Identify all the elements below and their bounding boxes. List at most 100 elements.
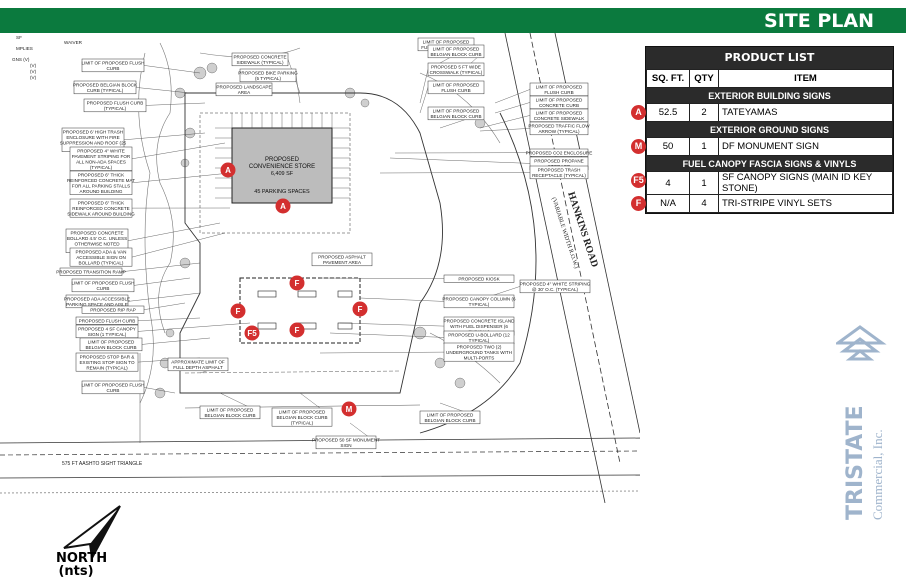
callout-text: FLUSH CURB: [441, 88, 470, 93]
north-arrow-icon: [63, 505, 121, 562]
callout-text: PROPOSED CONCRETE ISLAND: [444, 319, 516, 324]
store-label-2: CONVENIENCE STORE: [249, 164, 315, 170]
callout-text: CONCRETE SIDEWALK: [534, 116, 586, 121]
callout-text: ENCLOSURE WITH FIRE: [66, 135, 119, 140]
callout-text: WITH FUEL DISPENSER (6: [450, 324, 508, 329]
sign-marker-label: A: [225, 166, 231, 175]
callout-text: FULL DEPTH ASPHALT: [173, 365, 223, 370]
callout-text: SIGN (1 TYPICAL): [88, 332, 127, 337]
callout-text: ALL NON-ADA SPACES: [76, 159, 126, 164]
callout-text: BOLLARD (TYPICAL): [79, 260, 124, 265]
callout-text: (5 TYPICAL): [255, 76, 281, 81]
callout-text: REMAIN (TYPICAL): [86, 365, 128, 370]
callout-text: LIMIT OF PROPOSED: [536, 85, 583, 90]
sign-marker: [341, 401, 357, 417]
north-text: NORTH: [56, 551, 108, 566]
callout-label: PROPOSED STOP BAR &EXISTING STOP SIGN TO…: [75, 352, 139, 372]
product-sqft-value: 50: [662, 141, 674, 152]
callout-text: (TYPICAL): [291, 420, 314, 425]
col-item: ITEM: [718, 69, 893, 88]
store-area: 6,409 SF: [271, 171, 294, 177]
callout-text: PROPOSED STOP BAR &: [80, 355, 135, 360]
callout-text: BELGIAN BLOCK CURB: [204, 413, 255, 418]
callout-text: PROPOSED ASPHALT: [318, 255, 366, 260]
product-qty: 2: [689, 103, 719, 122]
col-qty: QTY: [689, 69, 719, 88]
callout-text: PROPOSED BIKE PARKING: [238, 71, 298, 76]
callout-text: EXISTING STOP SIGN TO: [79, 360, 134, 365]
callout-text: PROPOSED 6' HIGH TRASH: [63, 130, 123, 135]
product-qty: 4: [689, 194, 719, 213]
callout-text: PROPOSED BELGIAN BLOCK: [73, 83, 138, 88]
product-section-row: EXTERIOR BUILDING SIGNS: [646, 87, 893, 104]
top-left-note: MPLIES: [16, 46, 33, 51]
top-left-note: SF: [16, 35, 22, 40]
callout-text: BOLLARD 4.5' O.C. UNLESS: [67, 236, 127, 241]
callout-text: PARKING SPACE AND AISLE: [66, 302, 128, 307]
site-boundary: [179, 92, 443, 394]
callout-label: PROPOSED CO2 ENCLOSURE: [526, 148, 592, 157]
sign-marker: [244, 325, 260, 341]
callout-text: PROPOSED CONCRETE: [70, 231, 123, 236]
sign-marker: [230, 303, 246, 319]
callout-text: PROPOSED 50 SF MONUMENT: [312, 438, 380, 443]
callout-text: BELGIAN BLOCK CURB: [276, 415, 327, 420]
callout-text: OTHERWISE NOTED: [74, 241, 120, 246]
product-badge: A: [631, 105, 646, 120]
callout-text: RECEPTACLE (TYPICAL): [532, 173, 586, 178]
callout-text: PROPOSED TRANSITION RAMP: [56, 270, 126, 275]
callout-text: SIDEWALK AROUND BUILDING: [67, 211, 135, 216]
parking-stalls: [215, 113, 350, 199]
top-left-note: GNS (V): [12, 57, 30, 62]
col-sqft: SQ. FT.: [646, 69, 690, 88]
callout-text: PROPOSED FLUSH CURB: [79, 319, 136, 324]
product-section-name: EXTERIOR BUILDING SIGNS: [646, 87, 893, 104]
product-list: PRODUCT LIST SQ. FT. QTY ITEM EXTERIOR B…: [631, 46, 894, 214]
sign-marker: [289, 322, 305, 338]
callout-text: PROPOSED 6" THICK: [78, 201, 125, 206]
tristate-logo: TRISTATE Commercial, Inc.: [836, 325, 887, 520]
callout-label: PROPOSED RIP RAP: [81, 305, 145, 314]
callout-text: TYPICAL): [469, 302, 490, 307]
product-section-name: EXTERIOR GROUND SIGNS: [646, 121, 893, 138]
callout-text: SIGN: [340, 443, 351, 448]
callout-text: FOR ALL PARKING STALLS: [72, 183, 130, 188]
callout-text: AROUND BUILDING: [80, 189, 123, 194]
callout-label: PROPOSED 4" WHITE STRIPING@ 30' O.C. (TY…: [520, 279, 591, 294]
callout-text: LIMIT OF PROPOSED FLUSH: [82, 383, 145, 388]
callout-text: BELGIAN BLOCK CURB: [430, 114, 481, 119]
callout-text: LIMIT OF PROPOSED: [423, 40, 470, 45]
callout-label: PROPOSED TRANSITION RAMP: [56, 267, 126, 276]
header-bar: SITE PLAN: [0, 8, 906, 33]
top-left-note: (V): [30, 63, 37, 68]
site-plan-drawing: HANKINS ROAD (VARIABLE WIDTH R.O.W.) 575…: [0, 33, 640, 503]
callout-text: LIMIT OF PROPOSED FLUSH: [72, 281, 135, 286]
callout-text: PROPOSED LANDSCAPE: [216, 85, 271, 90]
store-label-1: PROPOSED: [265, 157, 300, 163]
callout-text: PROPOSED CONCRETE: [233, 55, 286, 60]
callout-text: BELGIAN BLOCK CURB: [424, 418, 475, 423]
top-left-note: WAIVER: [64, 40, 83, 45]
product-sqft-value: 4: [665, 177, 671, 189]
callout-text: AREA: [238, 90, 251, 95]
callout-text: FLUSH CURB: [544, 90, 573, 95]
product-badge: M: [631, 139, 646, 154]
product-qty: 1: [689, 137, 719, 156]
callout-text: CURB: [106, 388, 119, 393]
